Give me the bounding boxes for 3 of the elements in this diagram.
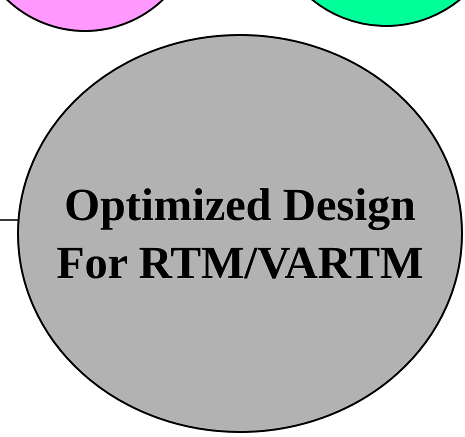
connector-line <box>0 219 18 221</box>
node-label: Optimized Design For RTM/VARTM <box>56 178 424 290</box>
circle-node <box>17 34 463 433</box>
